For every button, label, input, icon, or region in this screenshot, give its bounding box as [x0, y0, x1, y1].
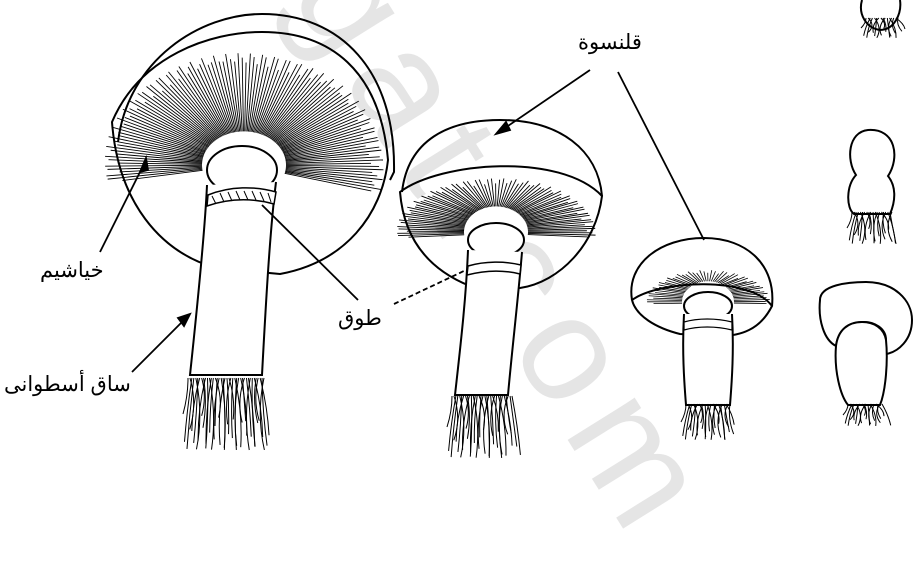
button-stage-capped	[820, 282, 912, 426]
large-root-base	[183, 378, 269, 450]
leader-cap-2	[618, 72, 704, 240]
label-stem: ساق أسطوانى	[4, 372, 131, 397]
label-ring: طوق	[338, 306, 382, 331]
mushroom-diagram	[0, 0, 920, 472]
medium-root-base	[447, 396, 520, 458]
leader-cap-1	[502, 70, 590, 130]
button-stage-oval	[847, 130, 896, 244]
leader-ring-1	[262, 205, 358, 300]
label-gills: خياشيم	[40, 258, 104, 283]
small-root-base	[681, 404, 734, 440]
leader-ring-2	[394, 270, 466, 304]
medium-mushroom	[397, 120, 602, 458]
leader-stem	[132, 318, 186, 372]
large-mushroom	[105, 14, 394, 450]
small-mushroom	[631, 238, 772, 440]
label-cap: قلنسوة	[578, 30, 642, 55]
large-stem	[190, 182, 276, 375]
leader-gills-arrow	[140, 158, 148, 172]
leader-lines	[100, 70, 704, 372]
button-stage-top	[861, 0, 905, 38]
leader-cap-1-arrow	[496, 122, 510, 134]
